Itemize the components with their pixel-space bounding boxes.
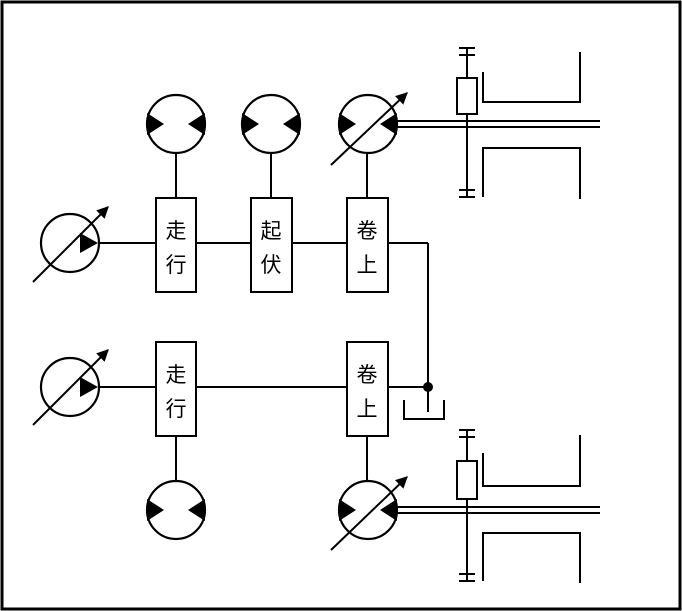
valve-upper-hoist: 卷 上 xyxy=(346,197,389,293)
valve-upper-hoist-char-2: 上 xyxy=(357,253,378,277)
brake-lower xyxy=(456,429,478,582)
valve-lower-travel: 走 行 xyxy=(155,341,197,437)
brake-upper xyxy=(456,47,478,198)
hoist-motor-lower xyxy=(330,476,408,551)
hoist-motor-upper xyxy=(330,92,408,166)
drum-lower xyxy=(482,435,581,583)
valve-lower-travel-char-1: 走 xyxy=(166,363,187,387)
travel-motor-upper xyxy=(145,93,207,155)
luffing-motor xyxy=(240,93,302,155)
valve-lower-hoist: 卷 上 xyxy=(346,341,389,437)
valve-lower-hoist-char-2: 上 xyxy=(357,397,378,421)
drum-upper xyxy=(482,52,581,199)
variable-pump-lower xyxy=(32,349,109,426)
tank-symbol xyxy=(403,400,445,420)
valve-lower-hoist-char-1: 卷 xyxy=(357,363,378,387)
upper-circuit: 走 行 起 伏 卷 上 xyxy=(32,47,600,387)
valve-upper-travel-char-2: 行 xyxy=(166,253,187,277)
travel-motor-lower xyxy=(145,479,207,541)
lower-circuit: 走 行 卷 上 xyxy=(32,341,600,583)
valve-upper-luffing-char-2: 伏 xyxy=(261,253,282,277)
valve-upper-travel: 走 行 xyxy=(155,197,197,293)
valve-upper-travel-char-1: 走 xyxy=(166,219,187,243)
valve-upper-hoist-char-1: 卷 xyxy=(357,219,378,243)
valve-upper-luffing: 起 伏 xyxy=(250,197,293,293)
valve-lower-travel-char-2: 行 xyxy=(166,397,187,421)
variable-pump-upper xyxy=(32,206,109,283)
valve-upper-luffing-char-1: 起 xyxy=(261,219,282,243)
